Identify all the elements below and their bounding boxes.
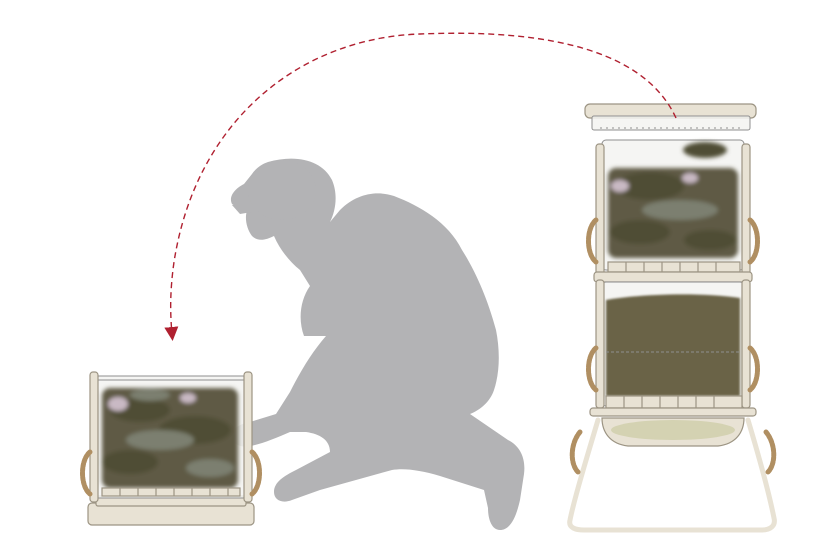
rope-handle-left bbox=[80, 449, 93, 497]
tower-upper-bin bbox=[586, 139, 760, 277]
tower-lower-bin bbox=[586, 271, 760, 409]
kneeling-person-silhouette bbox=[230, 158, 525, 531]
transfer-arrow bbox=[164, 32, 677, 341]
tower-stand bbox=[567, 407, 777, 533]
single-compost-bin bbox=[80, 371, 262, 526]
rope-handle-right bbox=[249, 449, 262, 497]
stacked-compost-tower bbox=[567, 103, 777, 533]
tower-lid bbox=[584, 103, 757, 131]
